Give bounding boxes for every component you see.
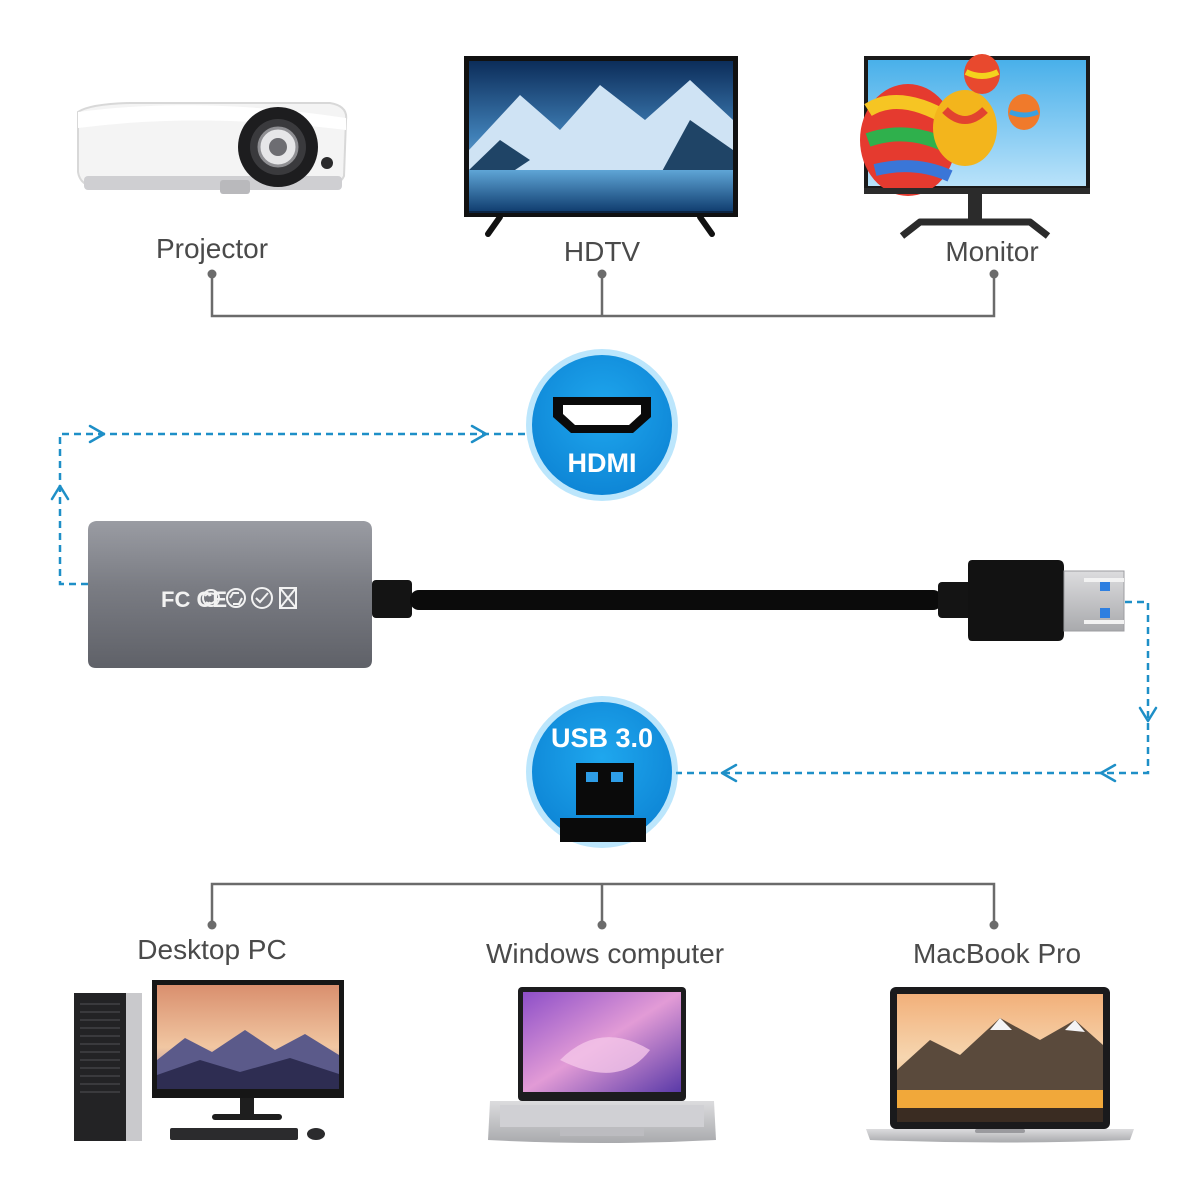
hdmi-label: HDMI — [568, 448, 637, 478]
hdtv-connector-dot — [597, 269, 607, 279]
monitor-connector-dot — [989, 269, 999, 279]
projector-label: Projector — [155, 233, 269, 264]
input-connector-lines — [210, 882, 996, 925]
laptop-icon — [488, 987, 716, 1143]
hdtv-icon — [464, 56, 738, 237]
hdtv-label: HDTV — [563, 236, 641, 267]
monitor-label: Monitor — [945, 236, 1039, 267]
desktop-pc-label: Desktop PC — [137, 934, 287, 965]
flow-arrowheads — [50, 424, 1158, 783]
certification-marks — [202, 587, 297, 609]
usb-label: USB 3.0 — [551, 723, 653, 753]
laptop-connector-dot — [597, 920, 607, 930]
hdmi-badge — [526, 349, 678, 501]
macbook-icon — [866, 987, 1134, 1143]
desktop-connector-dot — [207, 920, 217, 930]
monitor-icon — [860, 54, 1090, 239]
usb-badge — [526, 696, 678, 848]
projector-connector-dot — [207, 269, 217, 279]
macbook-connector-dot — [989, 920, 999, 930]
usb-hdmi-adapter-icon — [88, 521, 1125, 668]
hdmi-port-icon — [553, 397, 651, 433]
adapter-marks-text: FC CE — [161, 587, 227, 612]
output-connector-lines — [210, 274, 996, 318]
signal-flow-lines — [58, 432, 1150, 775]
projector-icon — [77, 102, 348, 194]
windows-computer-label: Windows computer — [485, 938, 725, 969]
desktop-pc-icon — [74, 980, 344, 1141]
macbook-pro-label: MacBook Pro — [912, 938, 1082, 969]
usb-port-icon — [560, 763, 646, 842]
